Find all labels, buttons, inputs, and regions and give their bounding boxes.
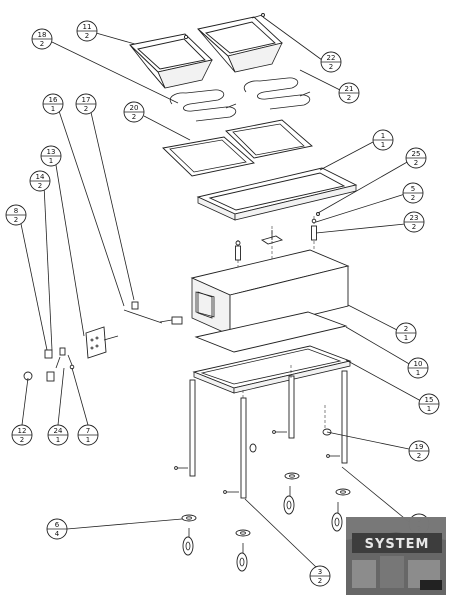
watermark-logo: SYSTEM — [346, 517, 446, 595]
callout-1: 11 — [372, 129, 394, 151]
svg-text:2: 2 — [38, 182, 42, 190]
svg-text:2: 2 — [404, 325, 408, 333]
callout-2: 21 — [395, 322, 417, 344]
callout-5: 52 — [402, 182, 424, 204]
svg-text:2: 2 — [20, 436, 24, 444]
svg-text:23: 23 — [410, 214, 419, 222]
svg-text:11: 11 — [83, 23, 92, 31]
thermostat-probe — [123, 301, 183, 325]
gastronorm-pan-left — [129, 33, 213, 89]
svg-text:2: 2 — [318, 577, 322, 585]
svg-text:1: 1 — [381, 132, 385, 140]
callout-22: 222 — [320, 51, 342, 73]
fastener-set-top — [235, 212, 320, 275]
svg-text:1: 1 — [49, 157, 53, 165]
insulation-sheet — [194, 311, 348, 353]
callout-10: 101 — [407, 357, 429, 379]
pan-clip-screw — [183, 13, 265, 40]
svg-text:8: 8 — [14, 207, 18, 215]
callout-25: 252 — [405, 147, 427, 169]
svg-text:2: 2 — [347, 94, 351, 102]
adapter-plate-right — [225, 119, 313, 159]
castor-wheels — [182, 486, 343, 572]
svg-text:6: 6 — [55, 521, 60, 529]
svg-text:19: 19 — [415, 443, 424, 451]
heating-element-right — [243, 77, 311, 110]
svg-text:22: 22 — [327, 54, 336, 62]
svg-text:25: 25 — [412, 150, 421, 158]
callout-16: 161 — [42, 93, 64, 115]
svg-text:12: 12 — [18, 427, 27, 435]
castor-washers — [181, 472, 351, 537]
leg-bolts — [174, 428, 340, 494]
svg-text:1: 1 — [56, 436, 60, 444]
callout-23: 232 — [403, 211, 425, 233]
svg-text:17: 17 — [82, 96, 91, 104]
svg-text:21: 21 — [345, 85, 354, 93]
callout-21: 212 — [338, 82, 360, 104]
top-frame — [196, 167, 358, 221]
svg-text:10: 10 — [414, 360, 423, 368]
control-panel-plate — [85, 326, 119, 359]
svg-text:2: 2 — [414, 159, 418, 167]
svg-text:3: 3 — [318, 568, 322, 576]
svg-text:14: 14 — [36, 173, 45, 181]
leader-lines — [19, 16, 422, 568]
callout-6: 64 — [46, 518, 68, 540]
heating-element-left — [169, 89, 237, 122]
svg-text:1: 1 — [416, 369, 420, 377]
callout-12: 122 — [11, 424, 33, 446]
svg-text:2: 2 — [84, 105, 88, 113]
svg-text:2: 2 — [85, 32, 89, 40]
svg-text:4: 4 — [55, 530, 60, 538]
callout-20: 202 — [123, 101, 145, 123]
svg-text:2: 2 — [412, 223, 416, 231]
callout-13: 131 — [40, 145, 62, 167]
svg-text:20: 20 — [130, 104, 139, 112]
svg-text:15: 15 — [425, 396, 434, 404]
svg-text:SYSTEM: SYSTEM — [365, 537, 430, 552]
gastronorm-pan-right — [197, 16, 283, 73]
undershelf-frame — [192, 345, 352, 394]
control-knobs — [23, 347, 75, 382]
well-tank-box — [190, 249, 350, 336]
svg-text:1: 1 — [381, 141, 385, 149]
callout-11: 112 — [76, 20, 98, 42]
svg-text:7: 7 — [86, 427, 90, 435]
svg-text:2: 2 — [411, 194, 415, 202]
callout-19: 192 — [408, 440, 430, 462]
callout-7: 71 — [77, 424, 99, 446]
svg-text:2: 2 — [417, 452, 421, 460]
adapter-plate-left — [162, 136, 255, 177]
callout-14: 142 — [29, 170, 51, 192]
svg-text:1: 1 — [404, 334, 408, 342]
svg-text:2: 2 — [14, 216, 18, 224]
svg-text:16: 16 — [49, 96, 58, 104]
svg-text:24: 24 — [54, 427, 63, 435]
callout-15: 151 — [418, 393, 440, 415]
svg-text:1: 1 — [427, 405, 431, 413]
svg-text:2: 2 — [40, 40, 44, 48]
svg-text:1: 1 — [51, 105, 55, 113]
svg-text:18: 18 — [38, 31, 47, 39]
svg-text:2: 2 — [132, 113, 136, 121]
callout-24: 241 — [47, 424, 69, 446]
legs — [189, 365, 348, 499]
svg-text:2: 2 — [329, 63, 333, 71]
svg-text:5: 5 — [411, 185, 415, 193]
callout-3: 32 — [309, 565, 331, 587]
callout-8: 82 — [5, 204, 27, 226]
svg-text:1: 1 — [86, 436, 90, 444]
svg-text:13: 13 — [47, 148, 56, 156]
callout-18: 182 — [31, 28, 53, 50]
callout-17: 172 — [75, 93, 97, 115]
